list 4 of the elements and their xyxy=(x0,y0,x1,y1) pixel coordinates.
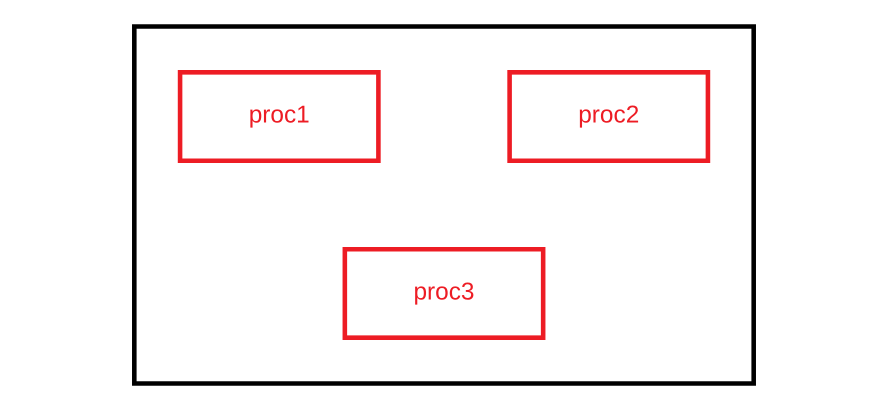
node-box: proc1 xyxy=(177,70,380,164)
node-box: proc3 xyxy=(342,246,545,340)
cluster xyxy=(132,24,756,386)
node-box: proc2 xyxy=(506,70,710,164)
